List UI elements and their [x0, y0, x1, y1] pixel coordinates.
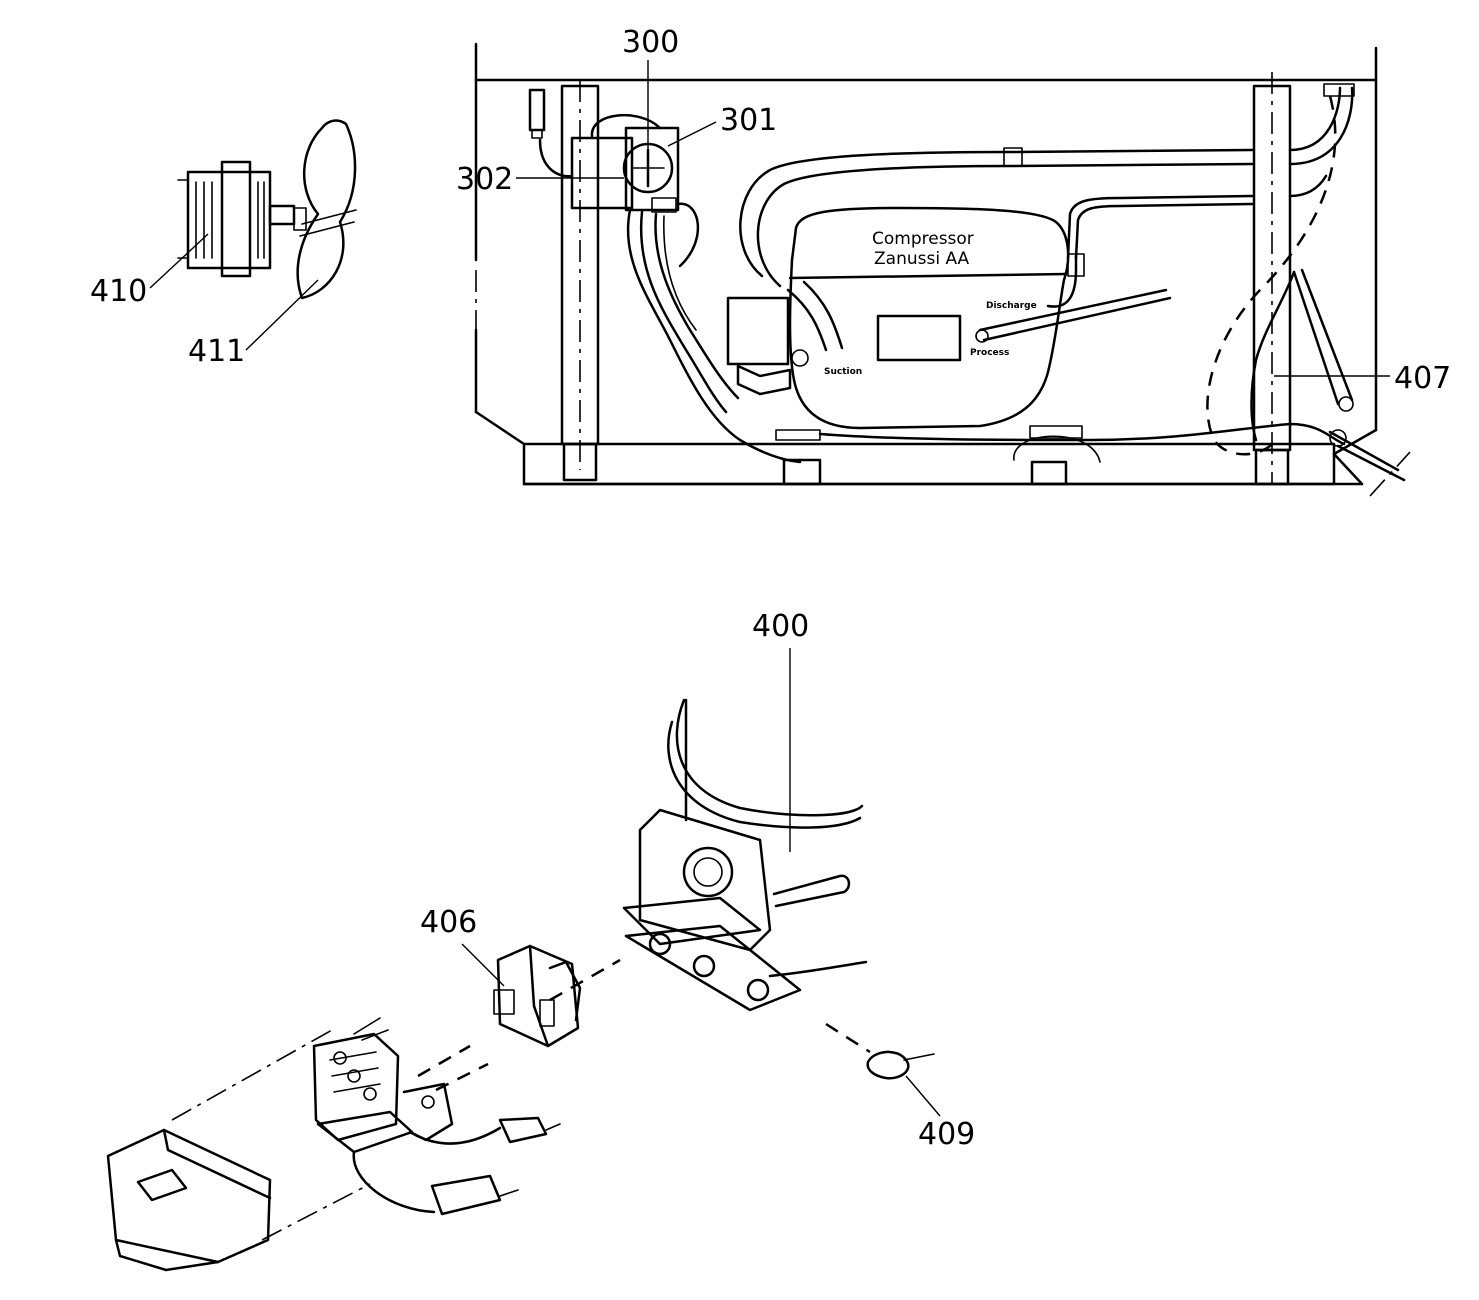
leader-301 [667, 121, 717, 147]
capacitor [430, 1174, 502, 1216]
leader-410 [149, 233, 209, 289]
compressor-zanussi [775, 206, 1172, 463]
terminal-block-assembly [312, 1017, 561, 1216]
discharge-line [1066, 194, 1254, 260]
terminal-fence [682, 846, 734, 898]
control-bracket-302 [570, 136, 634, 210]
callout-400: 400 [752, 609, 809, 644]
overload-409 [825, 1022, 935, 1080]
machine-compartment: Compressor Zanussi AA Discharge Process … [474, 42, 1411, 497]
fan-blade-411 [293, 119, 357, 300]
terminal-bracket [638, 808, 772, 952]
mounting-foot [624, 924, 802, 1012]
callout-302: 302 [456, 162, 513, 197]
callout-410: 410 [90, 274, 147, 309]
callout-407: 407 [1394, 361, 1451, 396]
leader-406 [461, 943, 505, 987]
callout-409: 409 [918, 1117, 975, 1152]
process-label: Process [970, 348, 1009, 358]
compressor-dome [675, 698, 864, 817]
compressor-nameplate [876, 314, 962, 362]
start-relay-406 [493, 944, 582, 1048]
discharge-label: Discharge [986, 301, 1037, 311]
drain-hose-407 [1250, 268, 1354, 442]
callout-406: 406 [420, 905, 477, 940]
temperature-control-300 [538, 113, 700, 268]
suction-label: Suction [824, 367, 862, 377]
wire-harness [626, 208, 802, 464]
compressor-label-line2: Zanussi AA [874, 249, 970, 269]
suction-line [739, 148, 1254, 278]
compressor-exploded-400 [622, 648, 868, 1012]
callout-300: 300 [622, 25, 679, 60]
fan-motor-assembly [177, 119, 357, 300]
process-tube [978, 288, 1168, 332]
connector-plug [498, 1116, 548, 1144]
leader-409 [905, 1075, 941, 1117]
leader-411 [245, 279, 319, 351]
terminal-cover [106, 1128, 272, 1272]
base-pan [522, 442, 1336, 486]
callout-301: 301 [720, 103, 777, 138]
relay-box [726, 296, 790, 366]
compressor-label-line1: Compressor [872, 229, 974, 249]
drain-tube-dashed [1206, 95, 1337, 456]
callout-411: 411 [188, 334, 245, 369]
fan-motor-410 [177, 160, 296, 278]
